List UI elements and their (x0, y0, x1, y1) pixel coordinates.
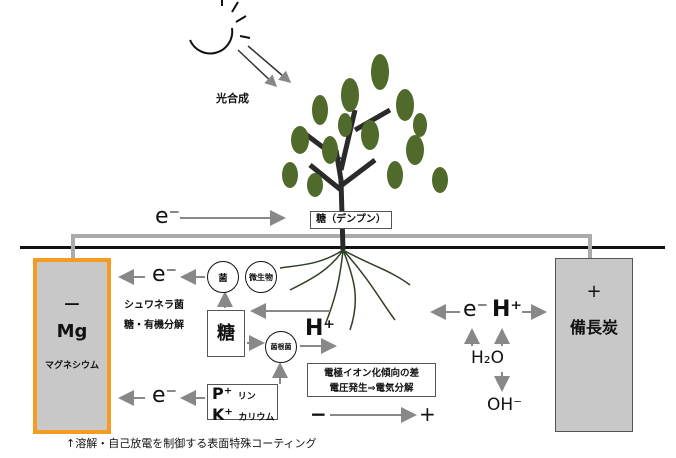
sunlight-arrows (237, 45, 292, 88)
positive-electrode: + 備長炭 (555, 258, 633, 432)
potassium-name: カリウム (238, 413, 275, 423)
proton-label: H⁺ (492, 297, 523, 322)
bacteria-circle: 菌 (207, 261, 239, 293)
electron-label: e⁻ (463, 297, 489, 322)
sun-icon (189, 0, 251, 55)
shewanella-label: シュワネラ菌 (124, 300, 184, 311)
phosphorus-name: リン (237, 392, 256, 402)
plus-sign: + (586, 281, 602, 302)
note-line: 電極イオン化傾向の差 (323, 368, 419, 379)
water-label: H₂O (471, 348, 504, 368)
mycorrhiza-circle: 菌根菌 (265, 331, 297, 363)
coating-caption: ↑溶解・自己放電を制御する表面特殊コーティング (66, 437, 317, 450)
hydroxide-label: OH⁻ (487, 395, 523, 415)
minus-label: − (310, 402, 327, 426)
photosynthesis-label: 光合成 (216, 92, 249, 105)
note-line: 電圧発生⇒電気分解 (329, 383, 414, 394)
electron-label: e⁻ (152, 262, 178, 287)
microorganism-circle: 微生物 (245, 261, 277, 293)
electron-label: e⁻ (152, 383, 178, 408)
binchotan-name: 備長炭 (569, 318, 618, 337)
note-box: 電極イオン化傾向の差 電圧発生⇒電気分解 (307, 363, 436, 397)
sugar-starch-label: 糖（デンプン） (310, 211, 392, 229)
tree (279, 54, 448, 331)
plus-label: + (419, 402, 436, 426)
potassium-symbol: K⁺ (212, 405, 233, 424)
sugar-box: 糖 (207, 310, 245, 357)
electron-label: e⁻ (155, 204, 181, 229)
negative-electrode: − Mg マグネシウム (33, 258, 111, 434)
proton-label: H⁺ (305, 316, 336, 341)
phosphorus-symbol: P⁺ (212, 384, 233, 403)
mg-name: マグネシウム (44, 361, 99, 371)
decomposition-label: 糖・有機分解 (124, 320, 184, 331)
wire (71, 234, 592, 258)
mg-symbol: Mg (56, 321, 88, 342)
minus-sign: − (62, 292, 82, 317)
nutrients-box: P⁺ リン K⁺ カリウム (207, 384, 278, 423)
